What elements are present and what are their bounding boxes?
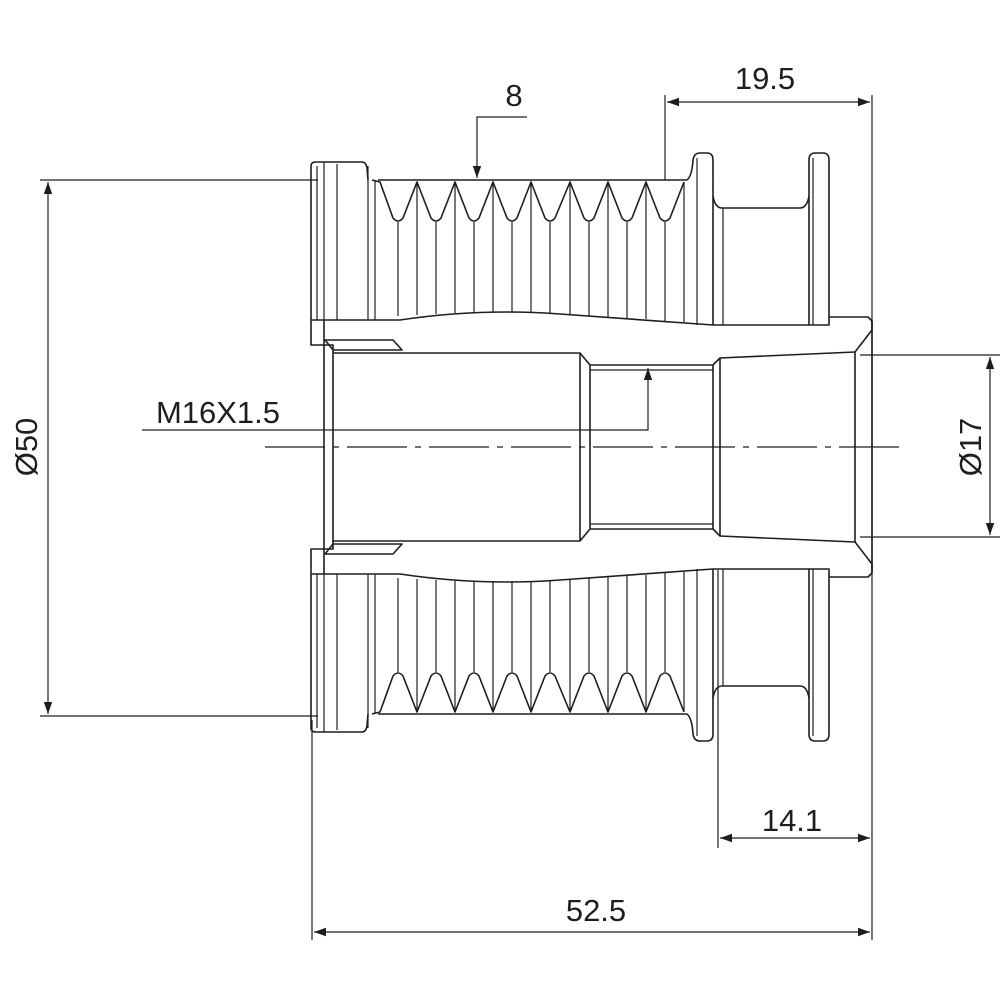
- dimension-outer-diameter: Ø50: [9, 179, 318, 717]
- dimension-flange-width: 19.5: [664, 61, 873, 940]
- hub-width-label: 14.1: [762, 803, 822, 838]
- dimension-bore-diameter: Ø17: [860, 354, 1000, 538]
- pulley-lower-half: [310, 446, 873, 742]
- total-length-label: 52.5: [566, 893, 626, 928]
- dimension-hub-width: 14.1: [717, 570, 870, 848]
- dimension-total-length: 52.5: [311, 720, 870, 940]
- rib-count-label: 8: [505, 78, 522, 113]
- thread-label: M16X1.5: [156, 395, 280, 430]
- dimension-thread: M16X1.5: [142, 368, 653, 431]
- dimension-rib-count: 8: [472, 78, 527, 178]
- pulley-upper-half: [310, 152, 873, 448]
- flange-width-label: 19.5: [735, 61, 795, 96]
- bore-diameter-label: Ø17: [953, 418, 988, 477]
- outer-diameter-label: Ø50: [9, 418, 44, 477]
